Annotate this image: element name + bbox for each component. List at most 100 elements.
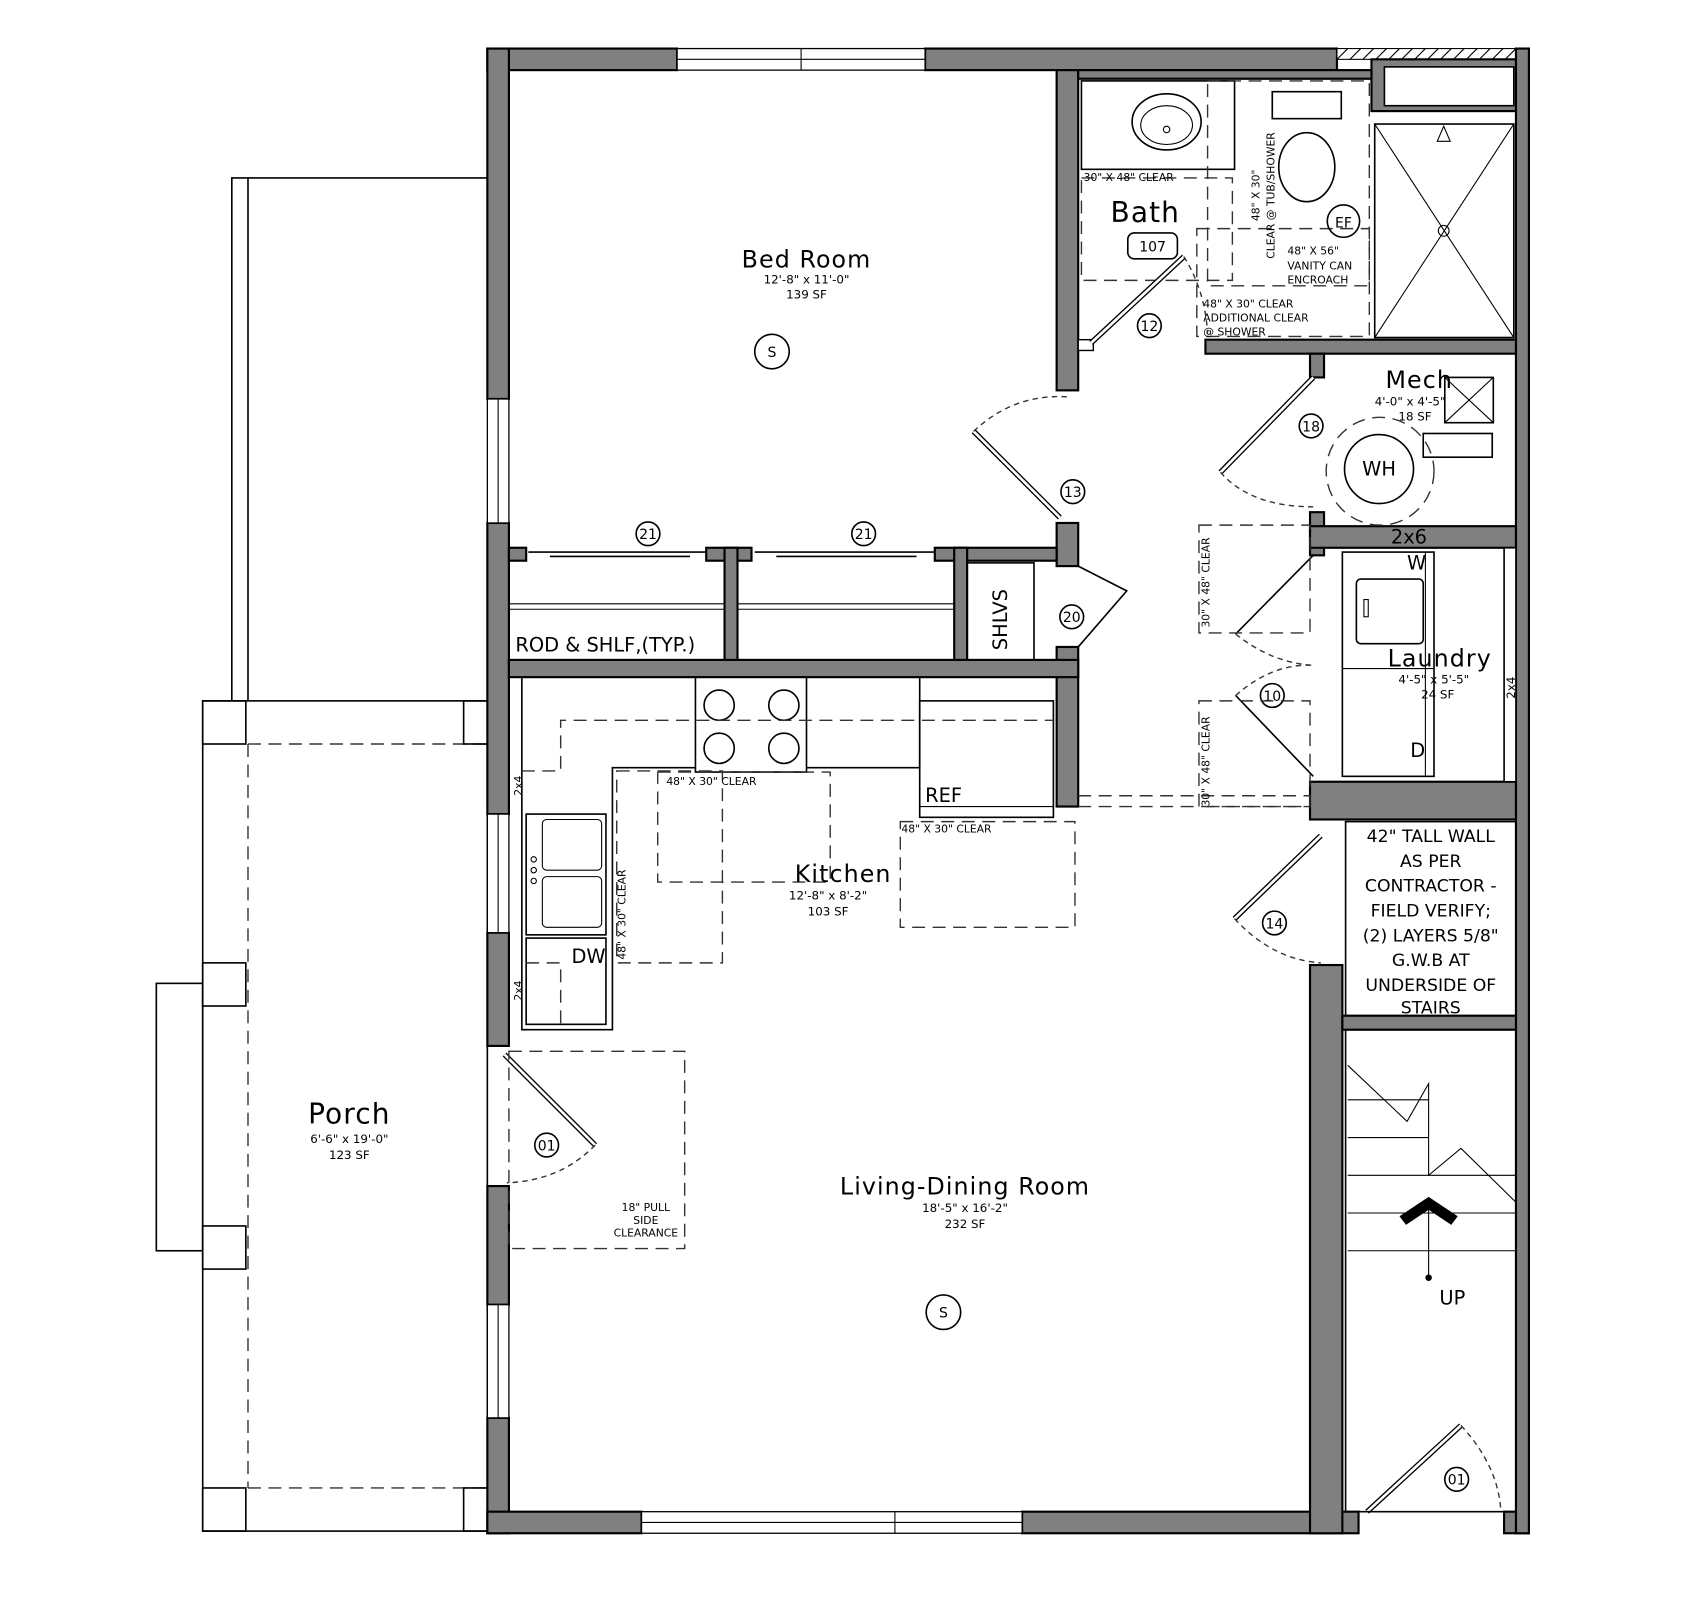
- hall-clear-note: 30" X 48" CLEAR: [1200, 716, 1213, 807]
- mech-area: 18 SF: [1398, 410, 1431, 424]
- door-tag: 12: [1140, 319, 1158, 335]
- bedroom-area: 139 SF: [786, 288, 827, 302]
- door-tag: 18: [1302, 419, 1320, 435]
- wall-note-line: G.W.B AT: [1392, 951, 1470, 971]
- bedroom-dims: 12'-8" x 11'-0": [764, 273, 850, 287]
- porch-area: 123 SF: [329, 1148, 370, 1162]
- kitchen-sink: [525, 813, 607, 936]
- stud-2x4-label: 2x4: [512, 776, 525, 796]
- additional-note-1: 48" X 30" CLEAR: [1203, 297, 1294, 310]
- kitchen-name: Kitchen: [795, 860, 892, 888]
- vanity-note-1: 48" X 56": [1287, 244, 1339, 257]
- room-labels: Bed Room 12'-8" x 11'-0" 139 SF Kitchen …: [308, 245, 1090, 1331]
- bath-name: Bath: [1111, 196, 1180, 229]
- kitchen-fixtures: REF DW 48" X 30" CLEAR 48" X 30" CLEAR 4…: [508, 676, 1076, 1250]
- porch-column: [201, 1487, 247, 1532]
- hall-clear-note: 30" X 48" CLEAR: [1200, 537, 1213, 628]
- porch-column: [201, 962, 247, 1007]
- bath-tub-clear-note-2: CLEAR @ TUB/SHOWER: [1264, 132, 1277, 259]
- lavatory-sink: [1131, 93, 1202, 151]
- smoke-detector-label: S: [939, 1306, 948, 1322]
- living-area: 232 SF: [945, 1217, 986, 1231]
- smoke-detector-icon: [753, 333, 791, 370]
- living-name: Living-Dining Room: [840, 1173, 1090, 1201]
- wall-note-line: AS PER: [1400, 852, 1462, 872]
- door-tag: 01: [538, 1138, 556, 1154]
- wall-note-line: (2) LAYERS 5/8": [1363, 926, 1499, 946]
- porch-column: [201, 1225, 247, 1270]
- kitchen-clear-note: 48" X 30" CLEAR: [666, 775, 757, 788]
- additional-note-3: @ SHOWER: [1203, 325, 1266, 338]
- kitchen-clear-note: 48" X 30" CLEAR: [615, 869, 628, 960]
- windows: [486, 47, 1023, 1534]
- washer-label: W: [1407, 551, 1426, 574]
- porch-column: [462, 700, 489, 745]
- door-tags: 12 13 18 20 10 14 01 01 21 21: [533, 312, 1470, 1493]
- kitchen-area: 103 SF: [808, 904, 849, 918]
- door-tag: 21: [855, 527, 873, 543]
- wall-note-line: 42" TALL WALL: [1367, 827, 1496, 847]
- door-tag: 21: [639, 527, 657, 543]
- dishwasher: [525, 937, 607, 1026]
- wall-note-line: FIELD VERIFY;: [1371, 902, 1491, 922]
- stairs[interactable]: UP: [1344, 1028, 1517, 1513]
- door-tag: 13: [1064, 485, 1082, 501]
- dryer-label: D: [1410, 739, 1425, 762]
- smoke-detector-label: S: [768, 345, 777, 361]
- kitchen-clear-note: 48" X 30" CLEAR: [901, 822, 992, 835]
- closet-note: ROD & SHLF,(TYP.): [515, 633, 695, 656]
- ref-label: REF: [925, 784, 962, 807]
- exhaust-fan-icon: [1326, 204, 1361, 239]
- bath-number: 107: [1139, 239, 1166, 255]
- water-heater-icon: [1343, 433, 1415, 505]
- stairs-up-label: UP: [1439, 1287, 1465, 1310]
- pull-side-note: SIDE: [633, 1214, 658, 1227]
- up-arrow-icon: [1399, 1196, 1458, 1225]
- room-number-badge: [1126, 232, 1179, 260]
- door-tag: 14: [1266, 916, 1284, 932]
- door-tag: 10: [1263, 689, 1281, 705]
- bath-tub-clear-note: 48" X 30": [1249, 170, 1262, 222]
- bath-fixtures: 30" X 48" CLEAR 48" X 30" CLEAR @ TUB/SH…: [1080, 80, 1515, 339]
- mech-name: Mech: [1385, 366, 1452, 394]
- porch-column: [201, 700, 247, 745]
- shower: [1373, 123, 1515, 339]
- stud-2x4-label: 2x4: [1504, 677, 1518, 699]
- porch-column: [462, 1487, 489, 1532]
- mech-dims: 4'-0" x 4'-5": [1375, 394, 1446, 408]
- water-heater-label: WH: [1362, 458, 1396, 481]
- dw-label: DW: [571, 945, 605, 968]
- washer-dryer: [1341, 551, 1435, 778]
- exhaust-fan-label: EF: [1335, 216, 1352, 232]
- stud-2x4-label: 2x4: [512, 980, 525, 1000]
- door-tag: 01: [1448, 1473, 1466, 1489]
- porch: [155, 177, 489, 1532]
- porch-name: Porch: [308, 1098, 391, 1131]
- door-tag: 20: [1063, 610, 1081, 626]
- wall-note: 42" TALL WALL AS PER CONTRACTOR - FIELD …: [1344, 820, 1517, 1019]
- toilet: [1277, 131, 1336, 203]
- porch-dims: 6'-6" x 19'-0": [310, 1132, 388, 1146]
- pull-side-note: 18" PULL: [622, 1201, 670, 1214]
- vanity-note-2: VANITY CAN: [1287, 260, 1352, 273]
- bath-clear-note: 30" X 48" CLEAR: [1084, 171, 1175, 184]
- toilet-tank: [1271, 90, 1343, 120]
- vanity-note-3: ENCROACH: [1287, 274, 1348, 287]
- doors: [502, 254, 1502, 1514]
- walls: [486, 47, 1530, 1535]
- mech-laundry: WH Mech 4'-0" x 4'-5" 18 SF 2x6 W D Laun…: [1198, 366, 1518, 808]
- additional-note-2: ADDITIONAL CLEAR: [1203, 311, 1309, 324]
- laundry-area: 24 SF: [1421, 688, 1454, 702]
- refrigerator: [918, 700, 1055, 819]
- laundry-dims: 4'-5" x 5'-5": [1398, 673, 1469, 687]
- closets: ROD & SHLF,(TYP.) SHLVS: [508, 562, 1035, 661]
- wall-note-line: STAIRS: [1401, 999, 1461, 1019]
- stud-2x6-label: 2x6: [1391, 525, 1427, 548]
- kitchen-dims: 12'-8" x 8'-2": [789, 888, 867, 902]
- smoke-detector-icon: [925, 1294, 962, 1331]
- pull-side-note: CLEARANCE: [614, 1227, 679, 1240]
- living-dims: 18'-5" x 16'-2": [922, 1201, 1008, 1215]
- bedroom-name: Bed Room: [742, 245, 872, 273]
- shelves-label: SHLVS: [989, 589, 1012, 650]
